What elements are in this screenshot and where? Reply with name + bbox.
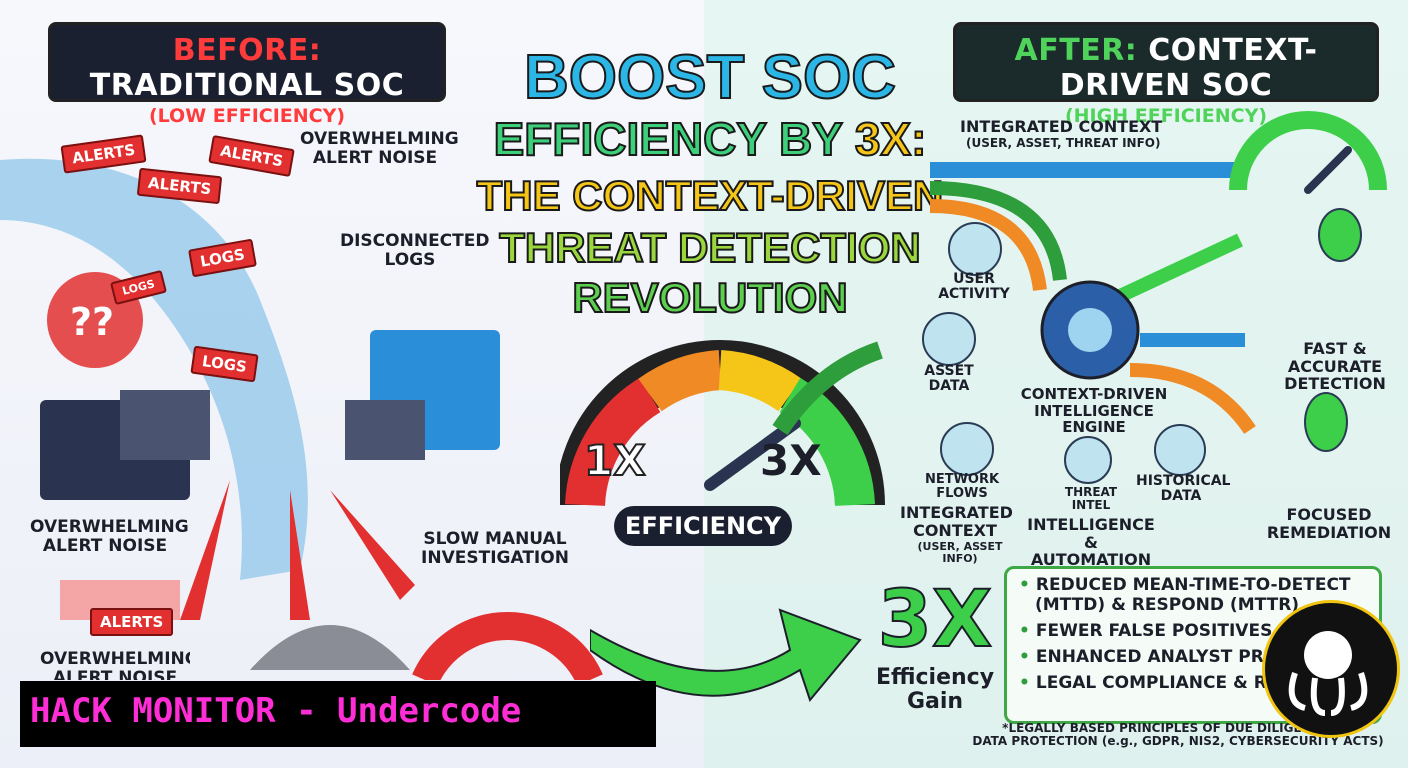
- right-gauge-arc: [1229, 111, 1387, 191]
- output-flow-orange: [1129, 363, 1256, 434]
- octopus-tentacles: [1288, 672, 1368, 716]
- before-prefix: BEFORE:: [172, 33, 322, 68]
- red-arrow-1: [180, 480, 230, 620]
- before-title: TRADITIONAL SOC: [89, 68, 405, 103]
- title-highlight: 3X:: [854, 112, 928, 166]
- gauge-high-label: 3X: [760, 436, 822, 485]
- octopus-icon: [1288, 631, 1368, 716]
- before-header: BEFORE: TRADITIONAL SOC (LOW EFFICIENCY): [48, 22, 446, 127]
- benefit-item: (MTTD) & RESPOND (MTTR): [1019, 595, 1379, 615]
- label-user-activity: USER ACTIVITY: [938, 271, 1010, 303]
- title-line-2-text: EFFICIENCY BY: [493, 112, 855, 166]
- gain-value: 3X: [877, 575, 993, 665]
- label-asset-data: ASSET DATA: [924, 363, 974, 395]
- title-line-3: THE CONTEXT-DRIVEN: [476, 171, 945, 220]
- context-flow-green: [929, 181, 1067, 281]
- label-slow-investigation: SLOW MANUAL INVESTIGATION: [421, 529, 569, 568]
- undercode-octopus-logo: [1262, 600, 1400, 738]
- octopus-head: [1304, 631, 1352, 679]
- after-title: CONTEXT-DRIVEN SOC: [1059, 33, 1318, 103]
- gauge-yellow-segment: [718, 350, 802, 412]
- title-line-5: REVOLUTION: [571, 273, 848, 322]
- label-alert-noise-top: OVERWHELMING ALERT NOISE: [300, 129, 459, 168]
- label-integrated-context-2-sub: (USER, ASSET INFO): [917, 540, 1003, 566]
- benefit-item: •ENHANCED ANALYST PRODU: [1019, 647, 1307, 667]
- title-line-4: THREAT DETECTION: [498, 223, 922, 272]
- benefit-text: FEWER FALSE POSITIVES: [1035, 621, 1273, 641]
- label-intelligence-engine: CONTEXT-DRIVEN INTELLIGENCE ENGINE: [1020, 385, 1168, 436]
- label-integrated-context: INTEGRATED CONTEXT: [960, 117, 1163, 136]
- label-alert-noise-mid: OVERWHELMING ALERT NOISE: [30, 517, 189, 556]
- label-threat-intel: THREAT INTEL: [1064, 485, 1118, 513]
- banner-text: HACK MONITOR - Undercode: [30, 691, 522, 731]
- happy-analyst-bottom: [1304, 392, 1348, 452]
- network-icon: [940, 422, 994, 476]
- gain-label: Efficiency Gain: [875, 665, 995, 715]
- after-subtitle: (HIGH EFFICIENCY): [1064, 105, 1268, 127]
- before-subtitle: (LOW EFFICIENCY): [148, 105, 346, 127]
- folder-icon: [922, 312, 976, 366]
- debris-pile: [250, 625, 410, 670]
- benefit-text: REDUCED MEAN-TIME-TO-DETECT: [1035, 575, 1351, 595]
- gauge-needle: [704, 417, 801, 491]
- gauge-red-segment: [565, 377, 661, 507]
- gear-center: [1068, 308, 1112, 352]
- label-intelligence-automation: INTELLIGENCE & AUTOMATION: [1027, 515, 1155, 570]
- question-marks-icon: ??: [70, 300, 114, 344]
- benefit-text: (MTTD) & RESPOND (MTTR): [1035, 595, 1300, 615]
- after-illustration: [929, 162, 1256, 434]
- benefit-text: ENHANCED ANALYST PRODU: [1035, 647, 1307, 667]
- red-arrow-3: [330, 490, 415, 600]
- monitor-right: [345, 400, 425, 460]
- gauge-orange-segment: [638, 350, 722, 412]
- title-line-2: EFFICIENCY BY 3X:: [470, 112, 950, 166]
- user-icon: [948, 222, 1002, 276]
- right-gauge-needle: [1304, 146, 1352, 194]
- label-historical-data: HISTORICAL DATA: [1136, 473, 1231, 505]
- label-alert-noise-bottom: OVERWHELMING ALERT NOISE: [40, 650, 190, 680]
- label-integrated-context-2: INTEGRATED CONTEXT: [900, 503, 1013, 540]
- label-fast-detection: FAST & ACCURATE DETECTION: [1284, 339, 1386, 394]
- benefit-text: LEGAL COMPLIANCE & RISK: [1035, 673, 1299, 693]
- growth-arrow: [772, 341, 883, 436]
- context-flow-orange: [929, 199, 1047, 291]
- benefit-item: •FEWER FALSE POSITIVES: [1019, 621, 1273, 641]
- title-line-1: BOOST SOC: [523, 42, 897, 113]
- label-disconnected-logs: DISCONNECTED LOGS: [340, 231, 490, 270]
- threat-intel-icon: [1064, 436, 1112, 484]
- benefit-item: •REDUCED MEAN-TIME-TO-DETECT: [1019, 575, 1351, 595]
- broken-gauge: [412, 612, 603, 680]
- monitor-left: [120, 390, 210, 460]
- database-icon: [1154, 424, 1206, 476]
- efficiency-gauge: [560, 340, 885, 507]
- benefit-item: •LEGAL COMPLIANCE & RISK: [1019, 673, 1299, 693]
- after-header: AFTER: CONTEXT-DRIVEN SOC (HIGH EFFICIEN…: [953, 22, 1379, 127]
- happy-analyst-top: [1318, 208, 1362, 262]
- gauge-low-label: 1X: [583, 436, 647, 485]
- hack-monitor-banner: HACK MONITOR - Undercode: [20, 681, 656, 747]
- right-gauge: [1229, 111, 1387, 194]
- red-arrow-2: [290, 490, 310, 620]
- label-network-flows: NETWORK FLOWS: [924, 472, 1000, 502]
- efficiency-label: EFFICIENCY: [614, 506, 792, 546]
- after-prefix: AFTER:: [1014, 33, 1138, 68]
- label-integrated-context-sub: (USER, ASSET, THREAT INFO): [966, 136, 1161, 150]
- alert-tag: ALERTS: [90, 608, 174, 636]
- label-focused-remediation: FOCUSED REMEDIATION: [1266, 505, 1392, 542]
